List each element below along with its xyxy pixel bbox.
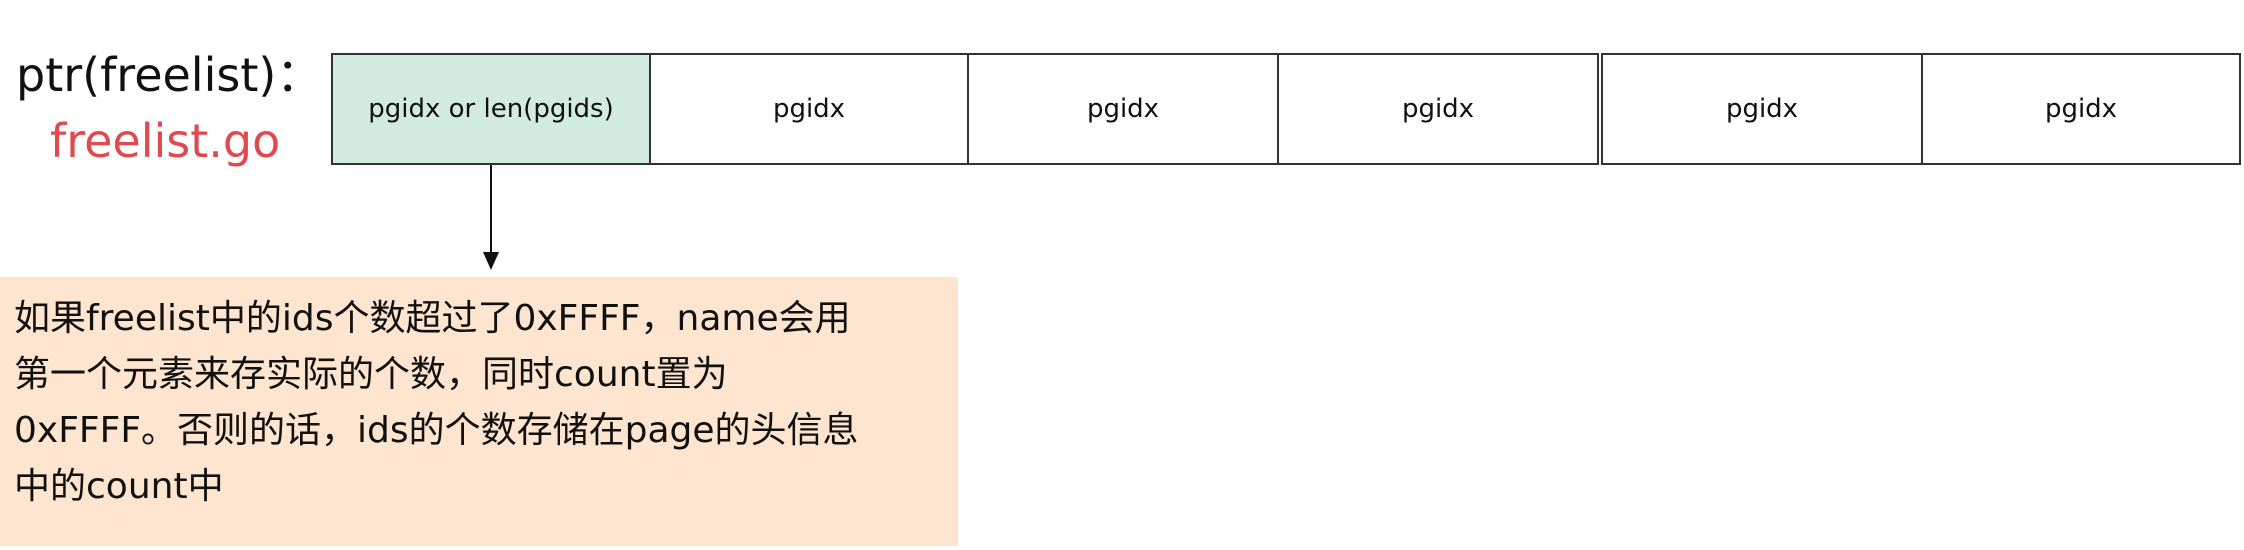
cell-label: pgidx or len(pgids) [368,94,614,124]
cell-pgid: pgidx [1921,53,2241,165]
note-line: 中的count中 [14,466,224,507]
file-label: freelist.go [50,114,281,168]
cell-pgid: pgidx [1277,53,1599,165]
cell-pgid: pgidx [967,53,1279,165]
arrow-head [483,252,499,270]
struct-label: ptr(freelist)： [16,48,323,102]
freelist-memory-layout: pgidx or len(pgids) pgidx pgidx pgidx pg… [331,53,2241,165]
cell-pgid: pgidx [649,53,969,165]
cell-label: pgidx [1401,94,1475,124]
cell-label: pgidx [772,94,846,124]
note-line: 0xFFFF。否则的话，ids的个数存储在page的头信息 [14,410,859,451]
explanation-note: 如果freelist中的ids个数超过了0xFFFF，name会用 第一个元素来… [0,277,958,546]
note-line: 如果freelist中的ids个数超过了0xFFFF，name会用 [14,298,851,339]
cell-label: pgidx [2044,94,2118,124]
cell-count-or-pgid: pgidx or len(pgids) [331,53,651,165]
cell-label: pgidx [1086,94,1160,124]
cell-label: pgidx [1725,94,1799,124]
note-line: 第一个元素来存实际的个数，同时count置为 [14,354,728,395]
